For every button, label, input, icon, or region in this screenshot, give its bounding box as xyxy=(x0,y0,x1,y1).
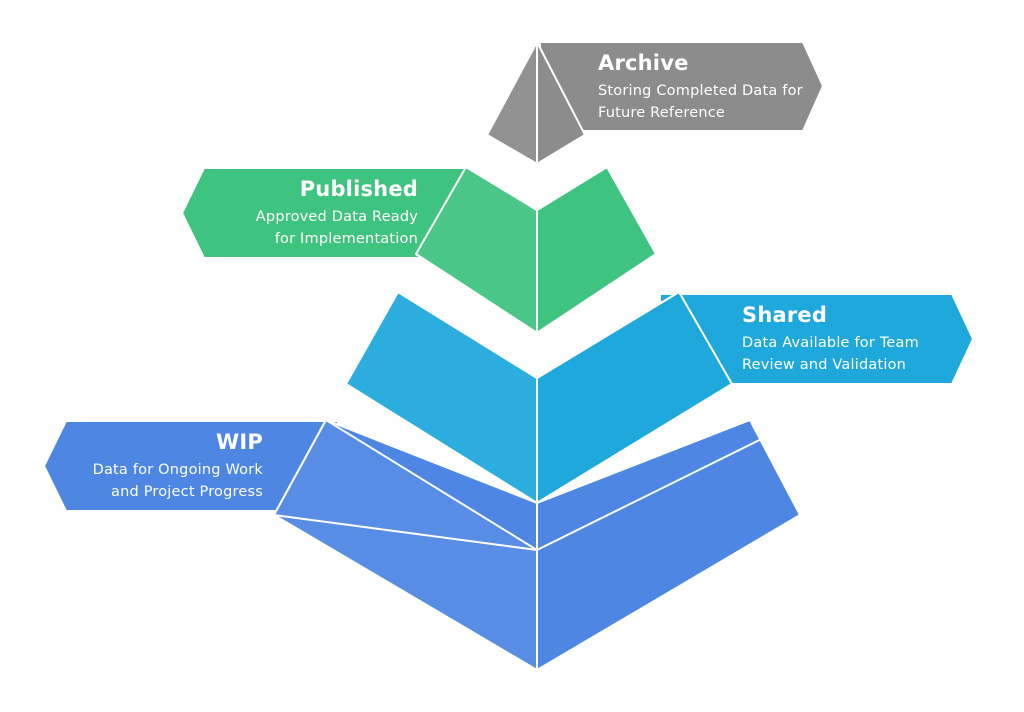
face-shading xyxy=(274,42,537,670)
shared-description-line: Data Available for Team xyxy=(742,335,919,351)
wip-description-line: Data for Ongoing Work xyxy=(92,462,263,478)
face-highlight xyxy=(416,167,537,333)
published-label: Published Approved Data Ready for Implem… xyxy=(200,176,418,250)
face-highlight xyxy=(346,292,537,503)
archive-description-line: Future Reference xyxy=(598,105,726,121)
published-description-line: for Implementation xyxy=(274,231,418,247)
shared-description-line: Review and Validation xyxy=(742,357,907,373)
archive-label: Archive Storing Completed Data for Futur… xyxy=(598,50,818,124)
wip-label: WIP Data for Ongoing Work and Project Pr… xyxy=(60,429,263,503)
wip-description: Data for Ongoing Work and Project Progre… xyxy=(60,459,263,503)
shared-description: Data Available for Team Review and Valid… xyxy=(742,332,967,376)
archive-description: Storing Completed Data for Future Refere… xyxy=(598,80,818,124)
published-banner xyxy=(181,167,473,259)
wip-description-line: and Project Progress xyxy=(111,484,263,500)
shared-title: Shared xyxy=(742,303,828,327)
archive-title: Archive xyxy=(598,51,689,75)
shared-label: Shared Data Available for Team Review an… xyxy=(742,302,967,376)
published-description: Approved Data Ready for Implementation xyxy=(200,206,418,250)
published-description-line: Approved Data Ready xyxy=(255,209,418,225)
wip-banner xyxy=(43,420,339,512)
face-highlight xyxy=(487,42,537,164)
face-highlight xyxy=(274,420,537,670)
archive-description-line: Storing Completed Data for xyxy=(598,83,803,99)
published-title: Published xyxy=(299,177,418,201)
wip-title: WIP xyxy=(216,430,263,454)
